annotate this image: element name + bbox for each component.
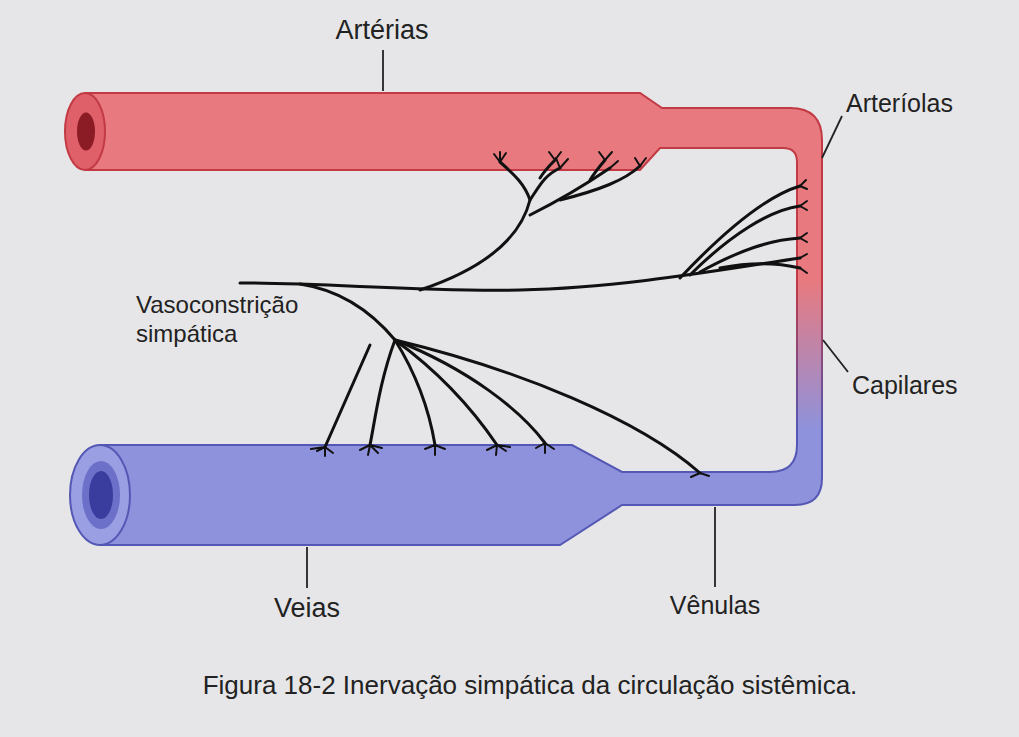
artery-lumen xyxy=(77,113,95,151)
vessel-loop xyxy=(85,93,822,545)
vein-wall xyxy=(82,461,120,529)
nerve-terminals xyxy=(311,152,807,477)
figure-caption: Figura 18-2 Inervação simpática da circu… xyxy=(203,670,858,701)
vein-lumen xyxy=(89,471,113,519)
vessel-label: Vênulas xyxy=(670,590,760,620)
vessel-label: Arteríolas xyxy=(846,88,953,118)
vessel-label: Artérias xyxy=(335,14,428,46)
nerve-label: Vasoconstrição simpática xyxy=(136,291,301,349)
leader-lines xyxy=(307,50,848,588)
vein-end xyxy=(70,445,130,545)
sympathetic-nerve xyxy=(240,160,800,473)
vessel-label: Capilares xyxy=(852,370,958,400)
vessel-label: Veias xyxy=(274,592,340,624)
artery-end xyxy=(65,93,105,170)
